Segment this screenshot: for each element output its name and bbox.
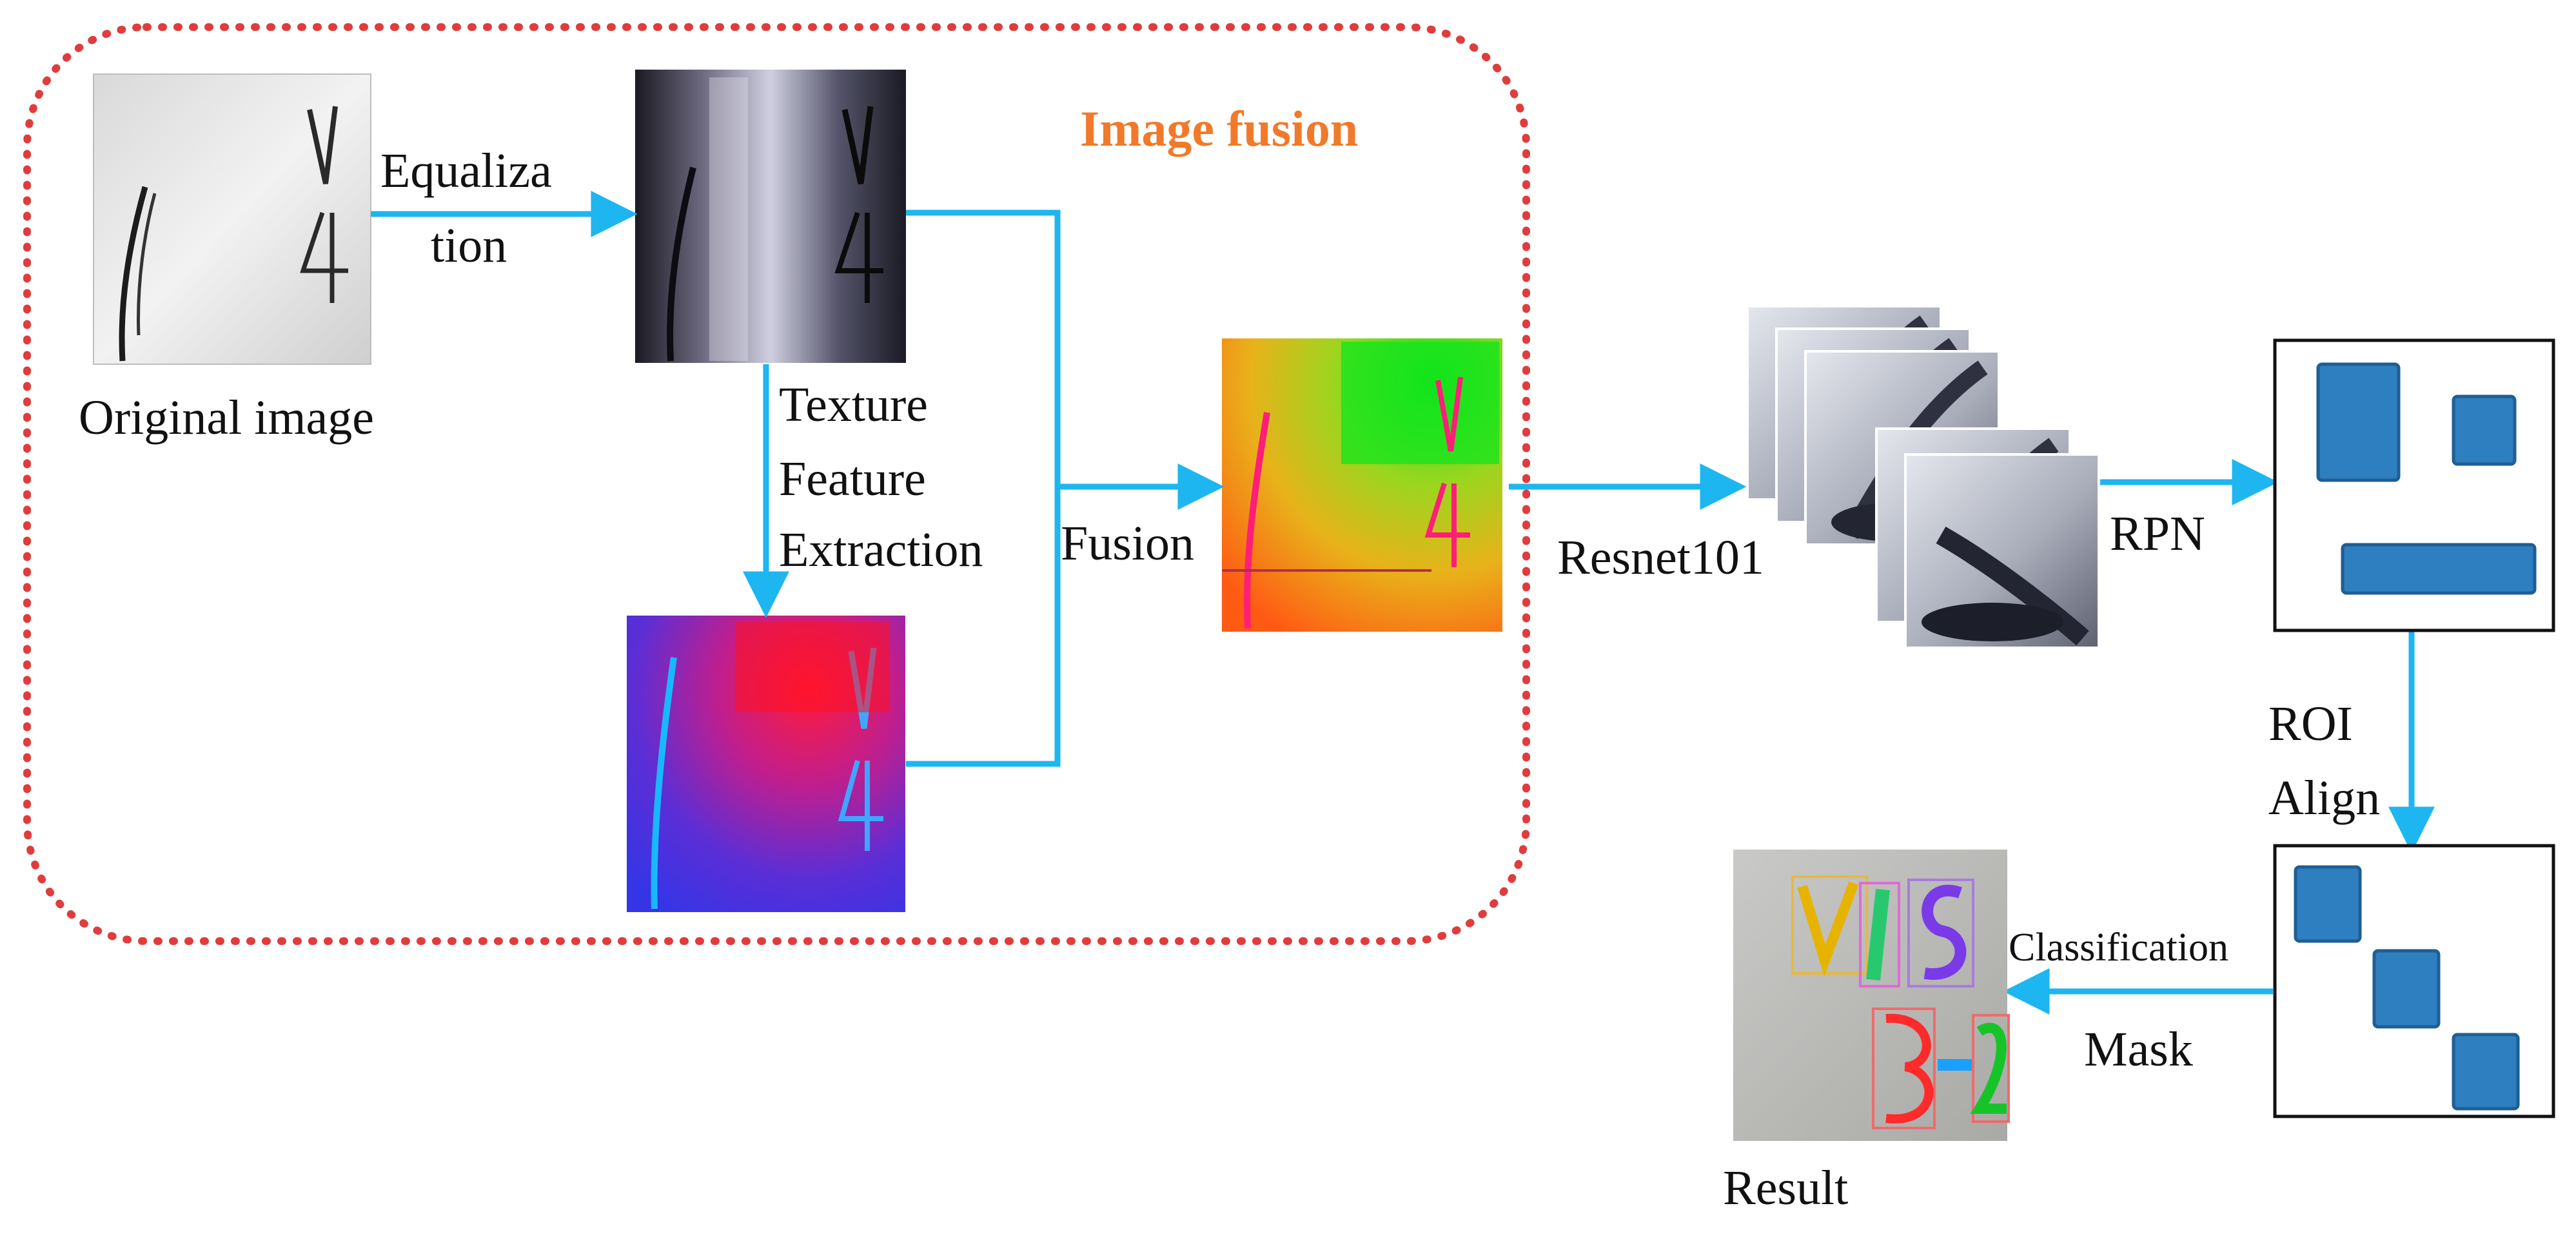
equalized-image	[635, 70, 906, 363]
roi-region	[2294, 865, 2362, 943]
result-label: Result	[1723, 1161, 1849, 1215]
texture-feature-image	[627, 616, 905, 912]
rpn-label: RPN	[2110, 507, 2205, 561]
feature-map	[1904, 453, 2100, 649]
group-title: Image fusion	[1080, 101, 1359, 157]
fusion-connector-lines	[906, 209, 1061, 767]
texture-label-line3: Extraction	[779, 523, 983, 577]
feature-maps-stack	[1746, 305, 2100, 649]
roi-region	[2452, 1033, 2520, 1111]
texture-label-line1: Texture	[779, 378, 929, 432]
resnet101-label: Resnet101	[1557, 531, 1764, 585]
fused-image	[1222, 338, 1502, 632]
fusion-label: Fusion	[1061, 516, 1194, 570]
original-image	[93, 73, 371, 365]
region-proposal	[2316, 362, 2401, 482]
equalization-label-line2: tion	[431, 219, 507, 273]
classification-label: Classification	[2009, 926, 2228, 969]
result-image	[1733, 850, 2010, 1141]
image-fusion-group-border	[23, 23, 1530, 945]
texture-label-line2: Feature	[779, 452, 926, 506]
original-image-label: Original image	[79, 391, 374, 445]
equalization-label-line1: Equaliza	[380, 144, 552, 198]
rpn-output-box	[2273, 338, 2555, 632]
mask-label: Mask	[2084, 1022, 2193, 1076]
roi-region	[2372, 949, 2441, 1029]
region-proposal	[2341, 543, 2537, 595]
roi-align-output-box	[2273, 844, 2555, 1118]
roi-label-line2: Align	[2268, 771, 2381, 825]
roi-label-line1: ROI	[2268, 697, 2353, 751]
region-proposal	[2452, 394, 2517, 466]
